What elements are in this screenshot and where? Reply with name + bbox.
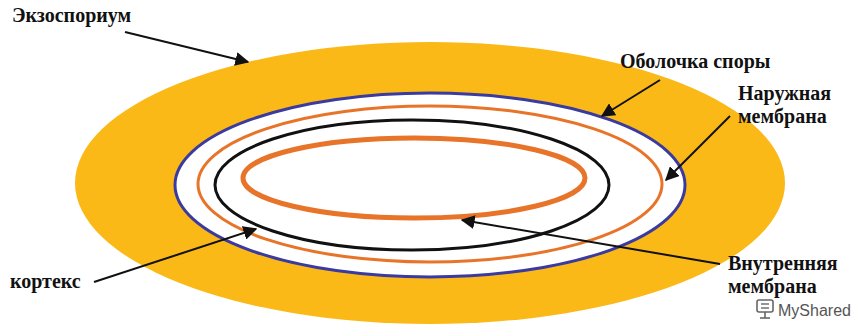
leader-arrow [94,229,256,282]
cortex-ring [215,120,609,250]
part-label: Оболочка споры [620,50,770,73]
spore-coat [175,93,685,277]
inner-membrane [243,138,585,218]
outer-membrane [198,106,662,262]
watermark-icon [757,300,773,318]
part-label: Внутренняя мембрана [728,252,838,298]
leader-arrow [125,32,248,62]
leader-arrow [666,116,730,180]
leader-arrow [462,220,720,264]
part-label: Экзоспориум [12,4,131,27]
part-label: кортекс [10,270,81,293]
watermark: MyShared [778,299,851,322]
exosporium-layer [75,42,785,324]
part-label: Наружная мембрана [738,82,831,128]
leader-arrow [602,80,660,116]
